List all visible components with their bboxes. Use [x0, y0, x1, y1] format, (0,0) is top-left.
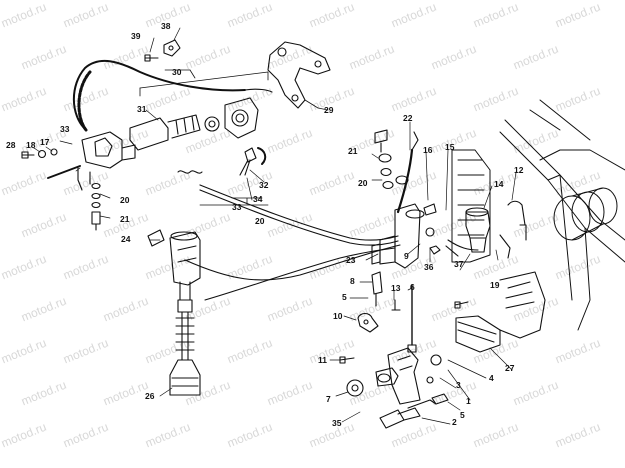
callout-19: 19 [490, 280, 500, 290]
rods-5-8-6-10-13 [357, 271, 417, 353]
callout-20c: 20 [358, 178, 368, 188]
hydraulic-hose-coil [72, 59, 273, 132]
rear-brake-master [47, 131, 136, 191]
callout-33a: 33 [60, 124, 70, 134]
callout-39: 39 [131, 31, 141, 41]
callout-31: 31 [137, 104, 147, 114]
callout-33b: 33 [232, 202, 242, 212]
reservoir-14 [447, 200, 527, 259]
callout-9: 9 [404, 251, 409, 261]
bracket-29 [267, 41, 331, 109]
pedal-assembly [339, 347, 449, 429]
callout-20a: 20 [120, 195, 130, 205]
switch-32 [239, 147, 267, 176]
callout-8: 8 [350, 276, 355, 286]
callout-10: 10 [333, 311, 343, 321]
callout-11: 11 [318, 355, 327, 365]
bolt-39 [144, 54, 159, 62]
callout-34: 34 [253, 194, 263, 204]
leader-lines [33, 27, 517, 425]
callout-5b: 5 [460, 410, 465, 420]
clip-38 [163, 39, 181, 57]
callout-30: 30 [172, 67, 182, 77]
pins-9-16-36 [423, 203, 459, 257]
spring-33 [177, 170, 203, 174]
callout-26: 26 [145, 391, 155, 401]
callout-12: 12 [514, 165, 524, 175]
control-cable [184, 184, 401, 301]
callout-35: 35 [332, 418, 342, 428]
callout-21a: 21 [120, 214, 130, 224]
callout-22: 22 [403, 113, 413, 123]
callout-20b: 20 [255, 216, 265, 226]
callout-14: 14 [494, 179, 504, 189]
callout-36: 36 [424, 262, 434, 272]
callout-5a: 5 [342, 292, 347, 302]
callout-37: 37 [454, 259, 464, 269]
callout-18: 18 [26, 140, 36, 150]
callout-27: 27 [505, 363, 515, 373]
callout-1: 1 [466, 396, 471, 406]
callout-2: 2 [452, 417, 457, 427]
callout-3: 3 [456, 380, 461, 390]
callout-24: 24 [121, 234, 131, 244]
reservoir-24 [147, 229, 165, 247]
callout-23: 23 [346, 255, 356, 265]
callout-15: 15 [445, 142, 455, 152]
callout-16: 16 [423, 145, 433, 155]
fasteners-20-21-right [374, 129, 409, 190]
callout-32: 32 [259, 180, 269, 190]
callout-7: 7 [326, 394, 331, 404]
master-cylinder-vertical [169, 231, 201, 396]
callout-28: 28 [6, 140, 16, 150]
callout-21b: 21 [348, 146, 358, 156]
callout-4: 4 [489, 373, 494, 383]
callout-29: 29 [324, 105, 334, 115]
fasteners-20-21-left [91, 182, 101, 231]
callout-17: 17 [40, 137, 50, 147]
rear-master-right [371, 131, 425, 269]
washers-17-18 [21, 148, 58, 159]
footpeg-27 [454, 271, 546, 353]
callout-38: 38 [161, 21, 171, 31]
master-cylinder-31 [129, 97, 259, 151]
frame-section [451, 99, 625, 331]
callout-6: 6 [410, 282, 415, 292]
callout-13: 13 [391, 283, 401, 293]
